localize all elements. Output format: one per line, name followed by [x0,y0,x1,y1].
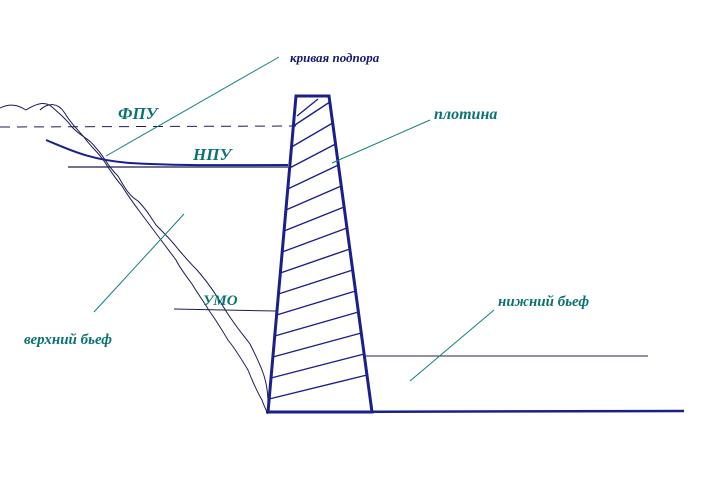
backwater-curve [45,139,289,167]
dam-hatch-line [270,353,365,379]
dam-hatch-line [274,311,359,337]
dam-hatching [268,98,368,400]
label-backwater-curve: кривая подпора [290,50,380,65]
umo-level-line [173,308,277,312]
dam-hatch-line [287,164,339,190]
dam-hatch-line [285,185,342,211]
leader-headwater [93,213,185,313]
label-npu: НПУ [192,145,233,164]
leader-tailwater [409,309,495,382]
dam-hatch-line [291,122,334,148]
label-headwater: верхний бьеф [24,332,112,348]
dam-hatch-line [283,206,345,232]
bank-outline-inner [39,104,269,415]
dam-hatch-line [276,290,356,316]
dam-hatch-line [281,227,348,253]
dam-hatch-line [296,98,319,117]
label-tailwater: нижний бьеф [498,294,589,310]
dam-hatch-line [268,374,368,400]
leader-dam [331,119,431,164]
label-dam: плотина [434,106,497,123]
bank-outline-outer [0,103,269,405]
dam-hatch-line [280,248,351,274]
dam-hatch-line [278,269,353,295]
label-fpu: ФПУ [118,104,160,123]
label-umo: УМО [203,293,238,309]
dam-hatch-line [289,143,336,169]
dam-hatch-line [272,332,362,358]
dam-body [266,94,374,414]
dam-hatch-line [292,101,331,127]
fpu-level-line [0,125,297,128]
leader-backwater-curve [105,56,280,157]
